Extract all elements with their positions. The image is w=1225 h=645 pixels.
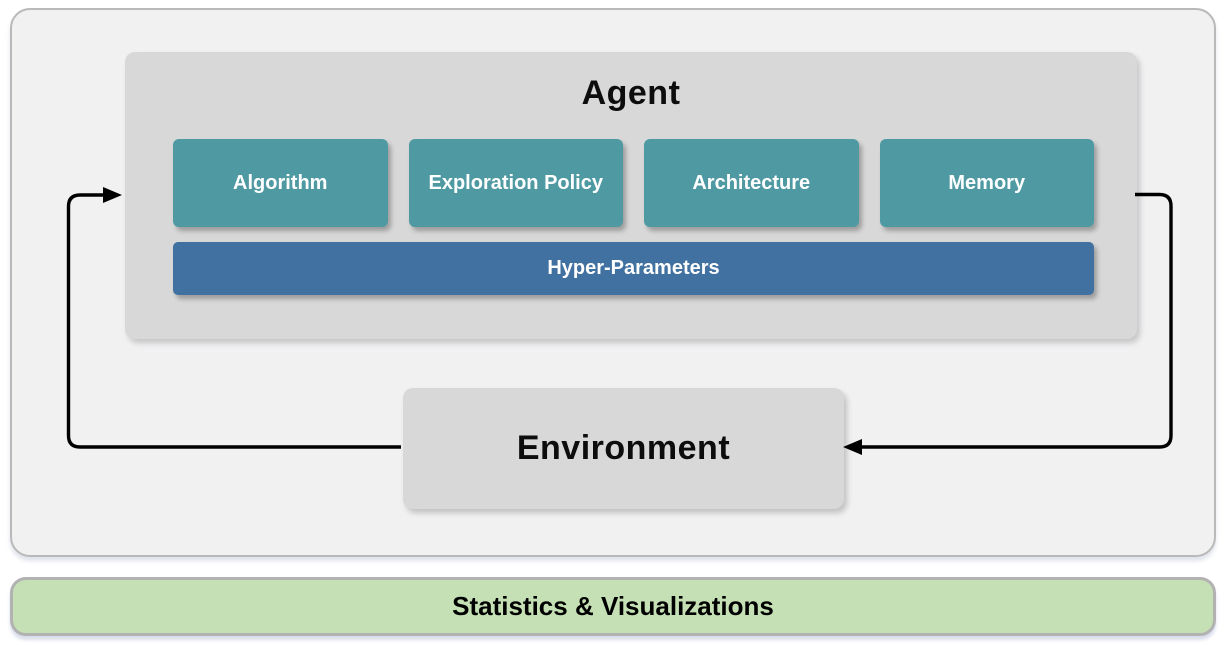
component-box-algorithm: Algorithm: [173, 139, 388, 227]
agent-components-row: Algorithm Exploration Policy Architectur…: [173, 139, 1094, 227]
agent-title: Agent: [581, 74, 681, 112]
component-box-architecture: Architecture: [644, 139, 859, 227]
hyper-parameters-bar: Hyper-Parameters: [173, 242, 1094, 295]
system-panel: Agent Algorithm Exploration Policy Archi…: [10, 8, 1216, 557]
statistics-visualizations-bar: Statistics & Visualizations: [10, 577, 1216, 636]
component-box-memory: Memory: [879, 139, 1094, 227]
agent-box: Agent Algorithm Exploration Policy Archi…: [125, 52, 1137, 339]
component-box-exploration-policy: Exploration Policy: [408, 139, 623, 227]
environment-title: Environment: [516, 429, 731, 467]
statistics-visualizations-label: Statistics & Visualizations: [452, 591, 774, 621]
environment-box: Environment: [403, 388, 844, 509]
